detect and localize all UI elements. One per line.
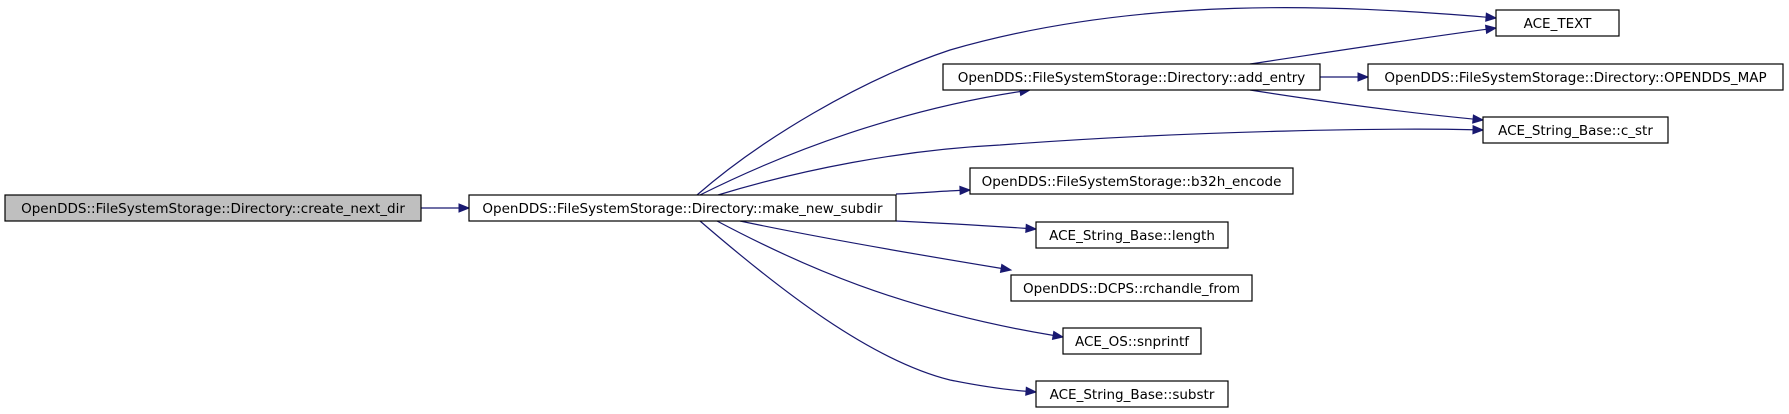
node-box[interactable] [1482, 116, 1669, 144]
node-create_next_dir[interactable]: OpenDDS::FileSystemStorage::Directory::c… [4, 194, 422, 222]
node-label: OpenDDS::FileSystemStorage::Directory::a… [958, 70, 1306, 86]
node-box[interactable] [969, 167, 1294, 195]
arrow-head-icon [1025, 223, 1038, 234]
node-label: ACE_String_Base::substr [1050, 387, 1215, 403]
node-opendds_map[interactable]: OpenDDS::FileSystemStorage::Directory::O… [1367, 63, 1784, 91]
node-box[interactable] [942, 63, 1321, 91]
edge-line [1249, 28, 1487, 65]
edge-make_new_subdir-to-b32h_encode [895, 185, 972, 196]
node-make_new_subdir[interactable]: OpenDDS::FileSystemStorage::Directory::m… [468, 194, 897, 222]
nodes-layer: OpenDDS::FileSystemStorage::Directory::c… [4, 9, 1784, 408]
arrow-head-icon [1051, 330, 1065, 340]
node-box[interactable] [1035, 221, 1229, 249]
node-label: ACE_TEXT [1524, 16, 1592, 32]
edge-line [895, 220, 1027, 229]
node-box[interactable] [4, 194, 422, 222]
edge-line [699, 90, 1021, 196]
edges-layer [420, 7, 1498, 396]
node-label: OpenDDS::FileSystemStorage::Directory::m… [482, 201, 883, 217]
node-substr[interactable]: ACE_String_Base::substr [1035, 380, 1229, 408]
arrow-head-icon [1484, 24, 1498, 35]
arrow-head-icon [959, 185, 972, 196]
node-label: ACE_String_Base::length [1049, 228, 1215, 244]
node-label: ACE_OS::snprintf [1075, 334, 1190, 350]
node-label: OpenDDS::DCPS::rchandle_from [1023, 281, 1240, 297]
arrow-head-icon [458, 203, 471, 213]
node-ace_text[interactable]: ACE_TEXT [1495, 9, 1620, 37]
arrow-head-icon [1485, 12, 1498, 22]
node-add_entry[interactable]: OpenDDS::FileSystemStorage::Directory::a… [942, 63, 1321, 91]
edge-add_entry-to-c_str [1249, 89, 1485, 124]
edge-add_entry-to-opendds_map [1319, 72, 1370, 82]
node-label: OpenDDS::FileSystemStorage::Directory::O… [1384, 70, 1766, 86]
edge-line [696, 7, 1487, 196]
arrow-head-icon [1472, 125, 1485, 135]
arrow-head-icon [1357, 72, 1370, 82]
edge-line [717, 128, 1474, 196]
edge-add_entry-to-ace_text [1249, 24, 1498, 65]
node-box[interactable] [1495, 9, 1620, 37]
node-box[interactable] [1010, 274, 1253, 302]
node-label: OpenDDS::FileSystemStorage::b32h_encode [982, 174, 1282, 190]
arrow-head-icon [1472, 114, 1485, 124]
edge-make_new_subdir-to-substr [699, 220, 1038, 396]
node-box[interactable] [1062, 327, 1202, 355]
node-box[interactable] [1367, 63, 1784, 91]
node-box[interactable] [1035, 380, 1229, 408]
edge-line [699, 220, 1027, 392]
node-rchandle_from[interactable]: OpenDDS::DCPS::rchandle_from [1010, 274, 1253, 302]
edge-create_next_dir-to-make_new_subdir [420, 203, 471, 213]
edge-line [739, 220, 1002, 269]
node-b32h_encode[interactable]: OpenDDS::FileSystemStorage::b32h_encode [969, 167, 1294, 195]
edge-line [895, 189, 961, 195]
edge-line [1249, 89, 1474, 120]
edge-make_new_subdir-to-ace_text [696, 7, 1498, 196]
edge-line [716, 220, 1054, 336]
node-label: ACE_String_Base::c_str [1498, 123, 1653, 139]
node-snprintf[interactable]: ACE_OS::snprintf [1062, 327, 1202, 355]
node-label: OpenDDS::FileSystemStorage::Directory::c… [21, 201, 405, 217]
edge-make_new_subdir-to-length [895, 220, 1038, 234]
node-length[interactable]: ACE_String_Base::length [1035, 221, 1229, 249]
arrow-head-icon [999, 263, 1013, 273]
edge-make_new_subdir-to-snprintf [716, 220, 1065, 340]
node-box[interactable] [468, 194, 897, 222]
edge-make_new_subdir-to-c_str [717, 125, 1485, 196]
arrow-head-icon [1025, 386, 1038, 396]
edge-make_new_subdir-to-rchandle_from [739, 220, 1013, 273]
node-c_str[interactable]: ACE_String_Base::c_str [1482, 116, 1669, 144]
